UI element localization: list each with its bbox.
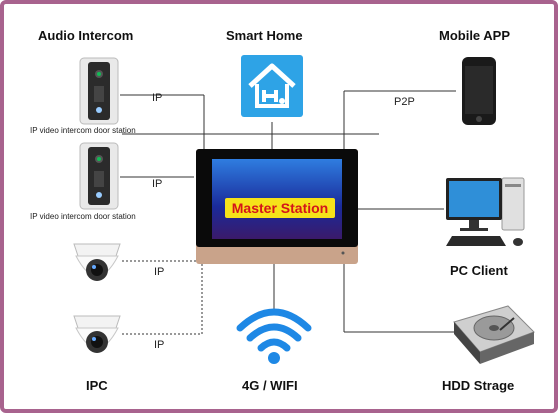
wifi-label: 4G / WIFI bbox=[242, 378, 298, 393]
pc-client-label: PC Client bbox=[450, 263, 508, 278]
ip-label-3: IP bbox=[154, 266, 165, 278]
ip-label-1: IP bbox=[152, 92, 163, 104]
mobile-phone-icon bbox=[462, 57, 496, 125]
hdd-icon bbox=[453, 305, 535, 364]
dome-camera-icon bbox=[73, 243, 121, 281]
connection-lines bbox=[120, 90, 456, 335]
ip-label-4: IP bbox=[154, 339, 165, 351]
ipc-label: IPC bbox=[86, 378, 108, 393]
hdd-label: HDD Strage bbox=[442, 378, 515, 393]
ip-label-2: IP bbox=[152, 178, 163, 190]
door-station-1-label: IP video intercom door station bbox=[30, 126, 136, 135]
audio-intercom-label: Audio Intercom bbox=[38, 28, 134, 43]
smart-home-label: Smart Home bbox=[226, 28, 303, 43]
master-station-label: Master Station bbox=[225, 198, 335, 218]
mobile-app-label: Mobile APP bbox=[439, 28, 511, 43]
wifi-icon bbox=[236, 308, 312, 364]
door-station-icon bbox=[79, 57, 119, 125]
door-station-icon bbox=[79, 142, 119, 210]
p2p-label: P2P bbox=[394, 96, 415, 108]
dome-camera-icon bbox=[73, 315, 121, 353]
door-station-2-label: IP video intercom door station bbox=[30, 212, 136, 221]
pc-client-icon bbox=[446, 177, 525, 246]
smart-home-icon bbox=[241, 55, 303, 117]
